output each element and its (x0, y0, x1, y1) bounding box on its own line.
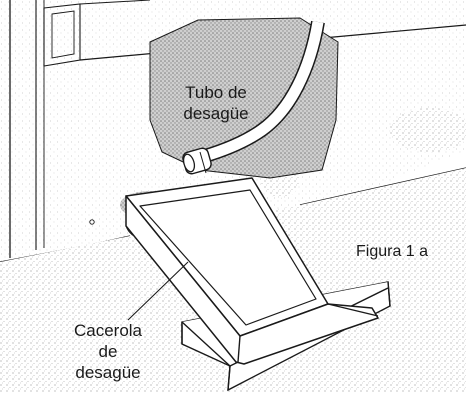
cutaway-region (149, 17, 339, 179)
drain-pan-label: Cacerola de desagüe (73, 321, 143, 382)
drain-tube (182, 20, 325, 175)
figure-caption: Figura 1 a (356, 243, 429, 260)
drain-tube-label: Tubo de desagüe (183, 83, 249, 123)
pan-leader-line (127, 261, 189, 321)
drain-pan (125, 177, 379, 365)
